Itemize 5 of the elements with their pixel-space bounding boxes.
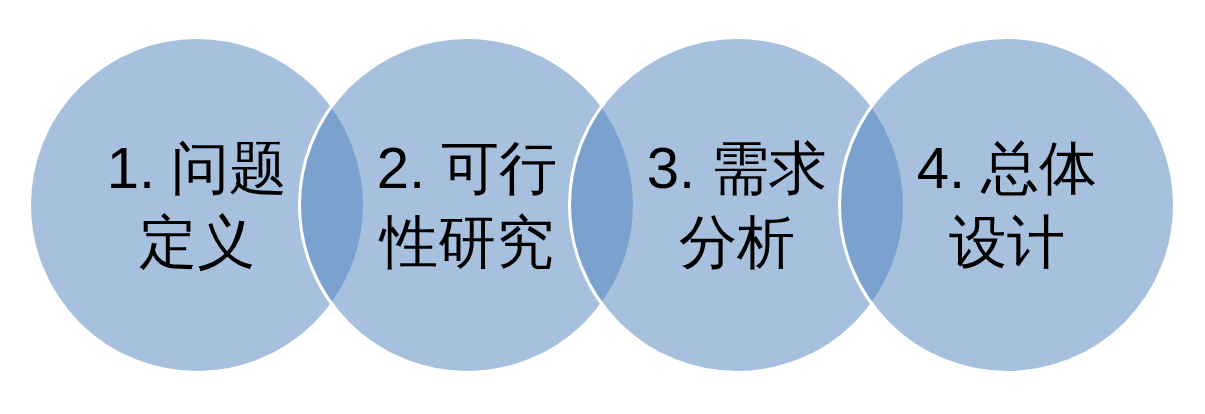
step-label: 3. 需求分析 — [645, 134, 829, 276]
step-label: 4. 总体设计 — [915, 134, 1099, 276]
step-circle — [838, 36, 1176, 374]
step-label: 2. 可行性研究 — [375, 134, 559, 276]
step-label: 1. 问题定义 — [105, 134, 289, 276]
